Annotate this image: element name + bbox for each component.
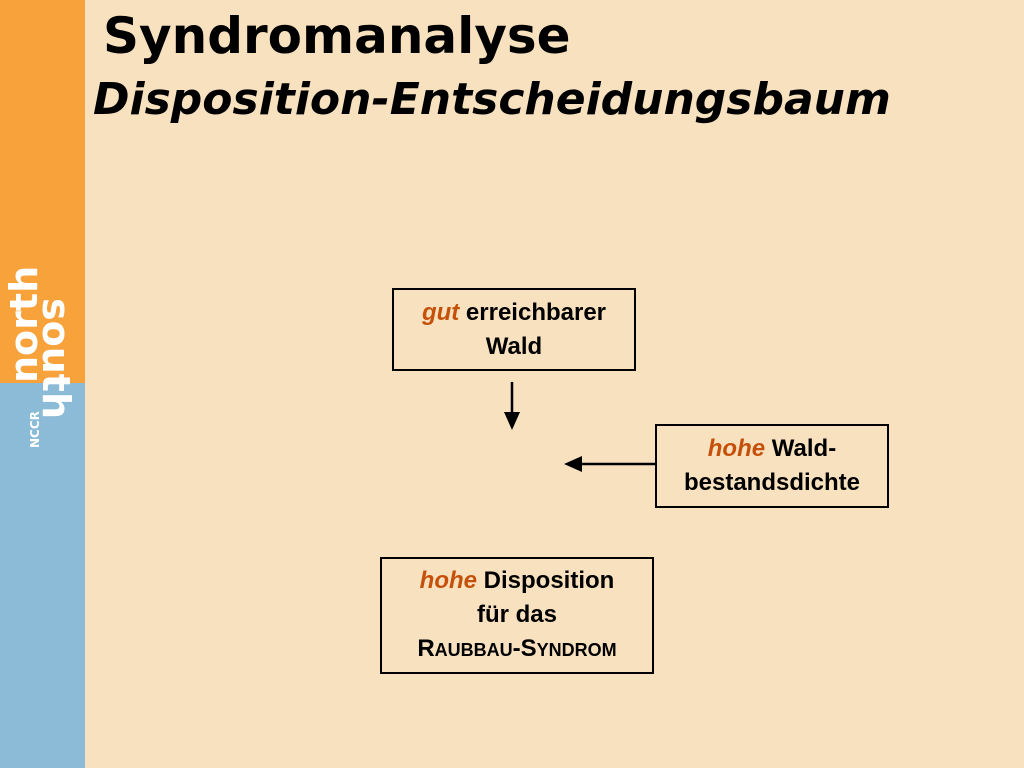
logo-word-north: north — [2, 266, 46, 383]
arrow-down — [504, 382, 520, 430]
logo-acronym-nccr: NCCR — [28, 411, 42, 448]
slide-subtitle: Disposition-Entscheidungsbaum — [93, 74, 891, 125]
sidebar-orange-band — [0, 0, 85, 383]
node-text: hohe Disposition für das RAUBBAU-SYNDROM — [417, 564, 616, 667]
node-line1: erreichbarer — [459, 298, 607, 326]
node-text: hohe Wald- bestandsdichte — [684, 432, 860, 500]
nccr-north-south-logo: north south NCCR — [2, 266, 78, 448]
node-line1: Wald- — [765, 435, 837, 462]
node-accessible-forest: gut erreichbarer Wald — [392, 288, 636, 371]
sidebar-blue-band — [0, 383, 85, 768]
node-forest-density: hohe Wald- bestandsdichte — [655, 424, 889, 508]
node-highlight: hohe — [707, 435, 766, 462]
node-text: gut erreichbarer Wald — [422, 296, 606, 364]
arrow-left — [564, 456, 655, 472]
node-line2: Wald — [485, 332, 543, 360]
arrow-left-head — [564, 456, 582, 472]
syndrome-initial-s: S — [520, 635, 537, 662]
sidebar-band: north south NCCR — [0, 0, 85, 768]
syndrome-dash: - — [512, 635, 521, 662]
node-high-disposition: hohe Disposition für das RAUBBAU-SYNDROM — [380, 557, 654, 674]
syndrome-name: RAUBBAU-SYNDROM — [417, 635, 616, 662]
node-line2: für das — [476, 601, 557, 628]
node-highlight: gut — [421, 298, 460, 326]
syndrome-initial-r: R — [417, 635, 435, 662]
slide-title: Syndromanalyse — [103, 7, 571, 65]
node-line1: Disposition — [476, 567, 615, 594]
node-highlight: hohe — [419, 567, 477, 594]
syndrome-rest-a: AUBBAU — [434, 640, 513, 660]
node-line2: bestandsdichte — [683, 469, 861, 496]
arrow-down-head — [504, 412, 520, 430]
logo-word-south: south — [34, 298, 78, 419]
syndrome-rest-b: YNDROM — [536, 640, 617, 660]
